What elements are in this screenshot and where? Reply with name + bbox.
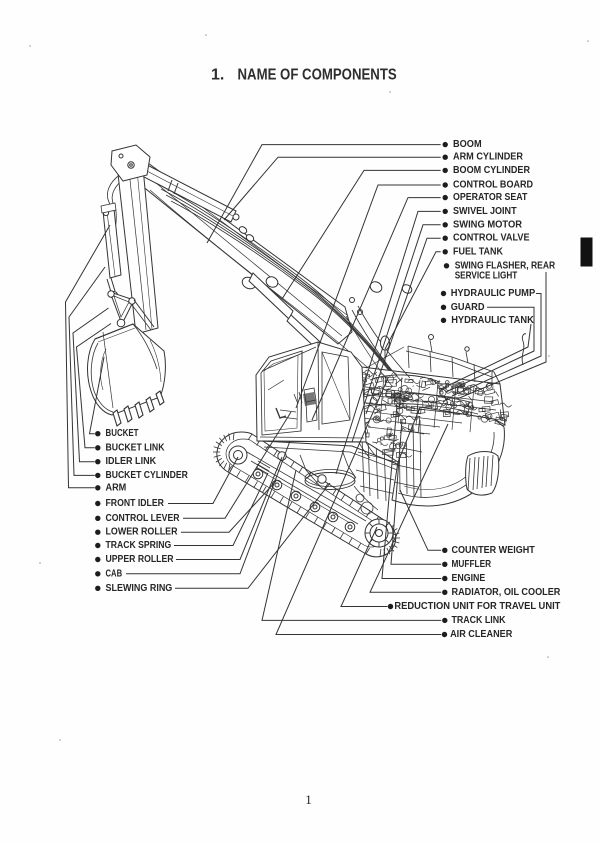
svg-text:ENGINE: ENGINE [452, 573, 486, 584]
svg-text:SWIVEL JOINT: SWIVEL JOINT [453, 206, 517, 217]
svg-text:AIR CLEANER: AIR CLEANER [450, 629, 513, 640]
svg-text:UPPER ROLLER: UPPER ROLLER [106, 554, 175, 565]
svg-text:CONTROL BOARD: CONTROL BOARD [453, 180, 533, 191]
svg-text:TRACK SPRING: TRACK SPRING [106, 540, 172, 551]
svg-text:SLEWING RING: SLEWING RING [106, 583, 173, 594]
svg-text:RADIATOR, OIL COOLER: RADIATOR, OIL COOLER [452, 587, 562, 598]
svg-text:CONTROL VALVE: CONTROL VALVE [453, 233, 530, 244]
svg-text:BOOM: BOOM [453, 139, 482, 150]
svg-text:BOOM CYLINDER: BOOM CYLINDER [453, 165, 531, 176]
svg-text:CONTROL LEVER: CONTROL LEVER [106, 513, 181, 524]
svg-text:FRONT IDLER: FRONT IDLER [106, 498, 165, 509]
svg-text:OPERATOR SEAT: OPERATOR SEAT [453, 192, 527, 203]
svg-text:CAB: CAB [106, 568, 123, 579]
svg-text:FUEL TANK: FUEL TANK [453, 246, 504, 257]
svg-text:REDUCTION UNIT FOR TRAVEL UNIT: REDUCTION UNIT FOR TRAVEL UNIT [394, 601, 560, 612]
svg-text:TRACK LINK: TRACK LINK [452, 615, 507, 626]
svg-text:COUNTER WEIGHT: COUNTER WEIGHT [452, 545, 535, 556]
svg-text:1: 1 [305, 792, 312, 807]
svg-text:BUCKET LINK: BUCKET LINK [106, 442, 166, 453]
svg-text:ARM CYLINDER: ARM CYLINDER [453, 152, 524, 163]
svg-text:SWING FLASHER, REAR: SWING FLASHER, REAR [455, 260, 556, 271]
svg-text:LOWER ROLLER: LOWER ROLLER [106, 527, 179, 538]
svg-text:HYDRAULIC PUMP: HYDRAULIC PUMP [451, 288, 536, 299]
svg-text:HYDRAULIC TANK: HYDRAULIC TANK [451, 315, 534, 326]
svg-text:SWING MOTOR: SWING MOTOR [453, 219, 523, 230]
svg-text:BUCKET: BUCKET [106, 428, 139, 439]
svg-text:SERVICE LIGHT: SERVICE LIGHT [455, 271, 518, 282]
svg-text:IDLER LINK: IDLER LINK [106, 456, 157, 467]
svg-text:BUCKET CYLINDER: BUCKET CYLINDER [106, 470, 189, 481]
svg-text:1.: 1. [211, 67, 224, 84]
svg-text:NAME OF COMPONENTS: NAME OF COMPONENTS [238, 67, 397, 84]
svg-text:MUFFLER: MUFFLER [452, 559, 492, 570]
svg-text:GUARD: GUARD [451, 302, 485, 313]
svg-text:ARM: ARM [106, 482, 127, 493]
